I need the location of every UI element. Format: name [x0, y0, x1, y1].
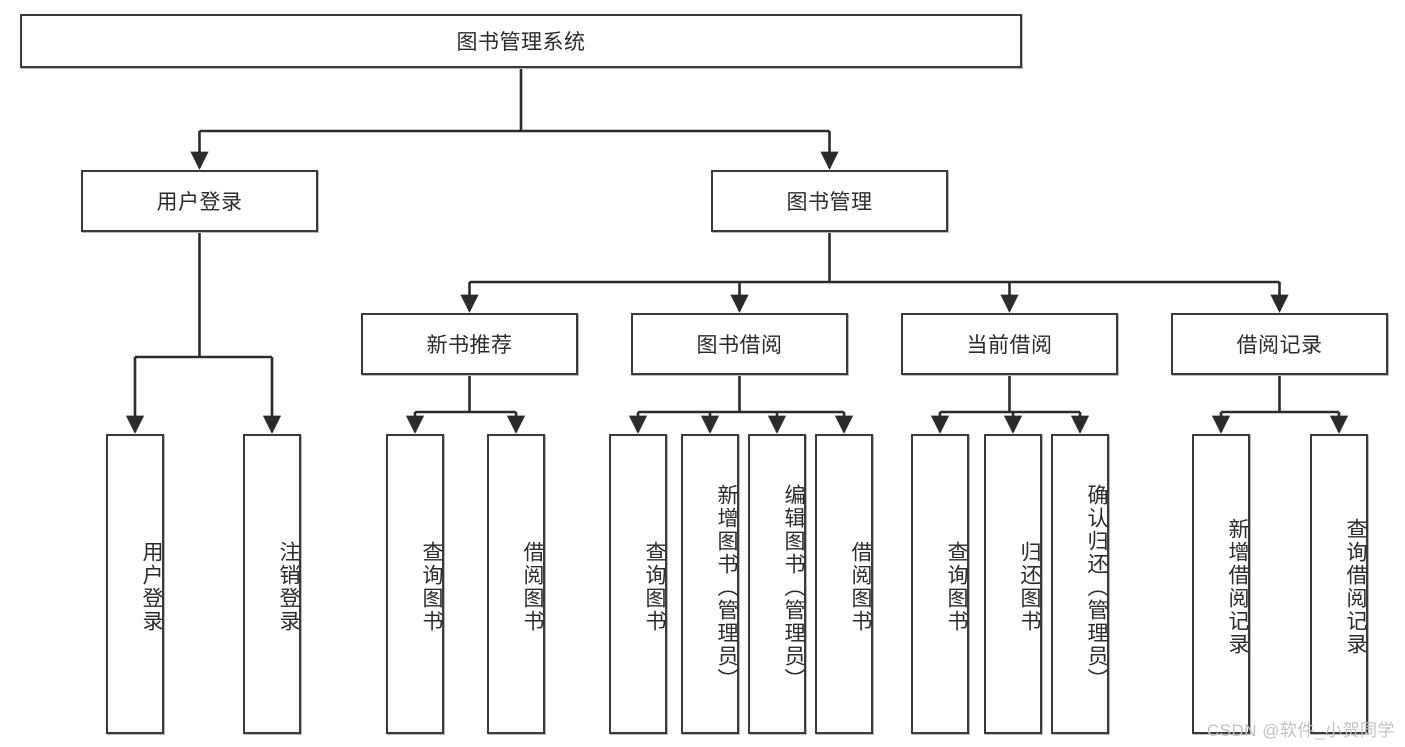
leaf-confirm-return-admin-label: 确认归还（管理员）	[1085, 483, 1108, 691]
leaf-logout-label: 注销登录	[277, 541, 300, 633]
leaf-query-borrow-record-label: 查询借阅记录	[1344, 518, 1367, 656]
leaf-query-books-borrow-label: 查询图书	[643, 541, 666, 633]
node-user-login-label: 用户登录	[156, 191, 243, 214]
leaf-return-book-label: 归还图书	[1018, 541, 1041, 633]
leaf-user-login[interactable]: 用户登录	[106, 434, 164, 734]
leaf-query-books-current-label: 查询图书	[945, 541, 968, 633]
leaf-user-login-label: 用户登录	[140, 541, 163, 633]
leaf-confirm-return-admin[interactable]: 确认归还（管理员）	[1051, 434, 1109, 734]
leaf-borrow-book[interactable]: 借阅图书	[815, 434, 873, 734]
node-book-management[interactable]: 图书管理	[711, 170, 948, 232]
leaf-borrow-book-label: 借阅图书	[849, 541, 872, 633]
leaf-query-books-borrow[interactable]: 查询图书	[609, 434, 667, 734]
node-user-login[interactable]: 用户登录	[81, 170, 318, 232]
node-borrowing-records[interactable]: 借阅记录	[1171, 313, 1388, 375]
leaf-logout[interactable]: 注销登录	[243, 434, 301, 734]
node-root[interactable]: 图书管理系统	[20, 14, 1022, 68]
leaf-query-books-recommend-label: 查询图书	[420, 541, 443, 633]
node-root-label: 图书管理系统	[456, 31, 586, 54]
leaf-add-book-admin[interactable]: 新增图书（管理员）	[681, 434, 739, 734]
node-new-book-recommendation-label: 新书推荐	[426, 334, 513, 357]
leaf-query-borrow-record[interactable]: 查询借阅记录	[1310, 434, 1368, 734]
node-book-borrowing-label: 图书借阅	[696, 334, 783, 357]
leaf-add-book-admin-label: 新增图书（管理员）	[715, 483, 738, 691]
leaf-return-book[interactable]: 归还图书	[984, 434, 1042, 734]
leaf-edit-book-admin[interactable]: 编辑图书（管理员）	[748, 434, 806, 734]
node-borrowing-records-label: 借阅记录	[1236, 334, 1323, 357]
node-book-borrowing[interactable]: 图书借阅	[631, 313, 848, 375]
leaf-query-books-recommend[interactable]: 查询图书	[386, 434, 444, 734]
leaf-edit-book-admin-label: 编辑图书（管理员）	[782, 483, 805, 691]
node-book-management-label: 图书管理	[786, 191, 873, 214]
leaf-add-borrow-record-label: 新增借阅记录	[1226, 518, 1249, 656]
node-current-borrowing-label: 当前借阅	[966, 334, 1053, 357]
leaf-add-borrow-record[interactable]: 新增借阅记录	[1192, 434, 1250, 734]
node-current-borrowing[interactable]: 当前借阅	[901, 313, 1118, 375]
watermark: CSDN @软件_小贺同学	[1206, 721, 1395, 740]
leaf-query-books-current[interactable]: 查询图书	[911, 434, 969, 734]
node-new-book-recommendation[interactable]: 新书推荐	[361, 313, 578, 375]
leaf-borrow-books-recommend[interactable]: 借阅图书	[487, 434, 545, 734]
leaf-borrow-books-recommend-label: 借阅图书	[521, 541, 544, 633]
